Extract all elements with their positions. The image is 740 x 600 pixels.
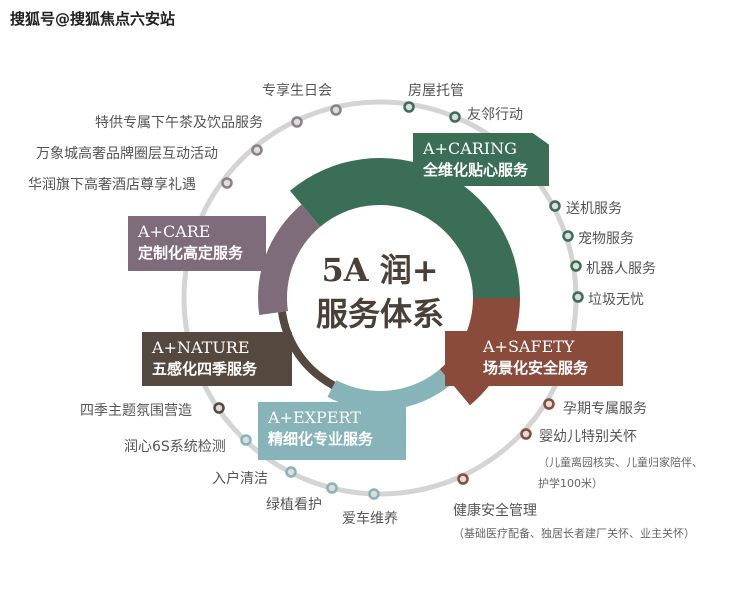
service-label: 入户清洁 bbox=[212, 471, 268, 487]
service-label: 四季主题氛围营造 bbox=[80, 403, 192, 419]
service-label: 垃圾无忧 bbox=[588, 292, 644, 308]
service-dot bbox=[368, 488, 380, 500]
service-label: 送机服务 bbox=[566, 201, 622, 217]
category-en: A+CARE bbox=[138, 222, 211, 241]
center-title: 5A 润+ 服务体系 bbox=[290, 248, 470, 336]
category-zh: 场景化安全服务 bbox=[483, 359, 589, 377]
service-label: 宠物服务 bbox=[578, 231, 634, 247]
service-dot bbox=[543, 398, 555, 410]
service-dot bbox=[221, 177, 233, 189]
category-expert: A+EXPERT 精细化专业服务 bbox=[258, 402, 406, 460]
category-zh: 全维化贴心服务 bbox=[423, 161, 529, 179]
service-dot bbox=[251, 144, 263, 156]
service-dot bbox=[562, 230, 574, 242]
category-nature: A+NATURE 五感化四季服务 bbox=[142, 332, 292, 386]
segment-care bbox=[257, 204, 321, 315]
watermark: 搜狐号@搜狐焦点六安站 bbox=[10, 10, 176, 28]
category-en: A+NATURE bbox=[152, 338, 250, 357]
category-care: A+CARE 定制化高定服务 bbox=[128, 216, 266, 271]
center-title-line2: 服务体系 bbox=[315, 295, 444, 333]
service-label: 润心6S系统检测 bbox=[124, 439, 226, 455]
center-title-line1: 5A 润+ bbox=[321, 251, 439, 289]
service-label: 专享生日会 bbox=[262, 83, 332, 99]
segment-caring bbox=[290, 157, 520, 298]
service-dot bbox=[326, 482, 338, 494]
category-zh: 定制化高定服务 bbox=[138, 244, 244, 262]
service-dot bbox=[213, 402, 225, 414]
category-en: A+EXPERT bbox=[268, 408, 361, 427]
service-dot bbox=[572, 291, 584, 303]
service-note: （儿童离园核实、儿童归家陪伴、 bbox=[538, 456, 703, 469]
service-note: 护学100米） bbox=[538, 477, 603, 490]
service-dot bbox=[403, 101, 415, 113]
service-label: 婴幼儿特别关怀 bbox=[539, 429, 637, 445]
service-label: 孕期专属服务 bbox=[563, 401, 647, 417]
service-note: （基础医疗配备、独居长者建厂关怀、业主关怀） bbox=[453, 527, 695, 540]
service-dot bbox=[520, 428, 532, 440]
category-en: A+CARING bbox=[423, 139, 517, 158]
service-label: 万象城高奢品牌圈层互动活动 bbox=[36, 146, 218, 162]
category-zh: 精细化专业服务 bbox=[268, 430, 374, 448]
service-dot bbox=[457, 473, 469, 485]
service-label: 机器人服务 bbox=[586, 261, 656, 277]
service-label: 华润旗下高奢酒店尊享礼遇 bbox=[28, 177, 196, 193]
category-en: A+SAFETY bbox=[483, 337, 575, 356]
service-label: 特供专属下午茶及饮品服务 bbox=[95, 115, 263, 131]
category-caring: A+CARING 全维化贴心服务 bbox=[413, 133, 549, 186]
service-dot bbox=[449, 111, 461, 123]
service-label: 绿植看护 bbox=[266, 497, 322, 513]
category-safety: A+SAFETY 场景化安全服务 bbox=[445, 331, 623, 386]
service-label: 友邻行动 bbox=[467, 107, 523, 123]
service-label: 房屋托管 bbox=[408, 83, 464, 99]
service-label: 爱车维养 bbox=[342, 511, 398, 527]
category-zh: 五感化四季服务 bbox=[152, 360, 258, 378]
segment-nature bbox=[278, 311, 336, 389]
service-dot bbox=[570, 260, 582, 272]
segment-expert bbox=[327, 369, 452, 410]
service-dot bbox=[291, 116, 303, 128]
service-dot bbox=[240, 434, 252, 446]
service-label: 健康安全管理 bbox=[453, 503, 537, 519]
service-dot bbox=[549, 200, 561, 212]
service-dot bbox=[330, 104, 342, 116]
service-dot bbox=[285, 466, 297, 478]
